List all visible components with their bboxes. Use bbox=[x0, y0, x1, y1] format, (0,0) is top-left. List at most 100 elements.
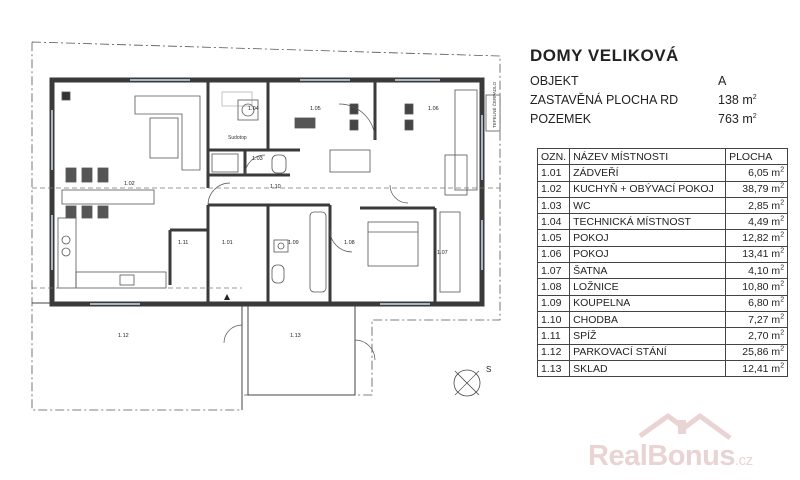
label-r109: 1.09 bbox=[288, 240, 299, 246]
header-name: NÁZEV MÍSTNOSTI bbox=[569, 147, 727, 166]
room-id: 1.02 bbox=[536, 180, 571, 198]
room-name: ZÁDVEŘÍ bbox=[569, 164, 727, 182]
label-r107: 1.07 bbox=[437, 250, 448, 256]
note-box bbox=[221, 91, 253, 107]
room-area: 4,10 m2 bbox=[725, 262, 789, 280]
living-furniture bbox=[61, 91, 201, 171]
label-r101: 1.01 bbox=[222, 240, 233, 246]
room-name: TECHNICKÁ MÍSTNOST bbox=[569, 213, 727, 231]
room-area: 2,70 m2 bbox=[725, 327, 789, 345]
heat-pump bbox=[485, 94, 501, 132]
room-id: 1.08 bbox=[536, 278, 571, 296]
room-id: 1.03 bbox=[536, 196, 571, 215]
room-area: 7,27 m2 bbox=[725, 310, 789, 329]
compass-label: S bbox=[486, 365, 491, 374]
table-header-row: OZN. NÁZEV MÍSTNOSTI PLOCHA bbox=[536, 147, 789, 166]
room-id: 1.12 bbox=[536, 343, 571, 361]
room-name: SPÍŽ bbox=[569, 327, 727, 345]
room-name: KOUPELNA bbox=[569, 294, 727, 312]
label-r111: 1.11 bbox=[178, 240, 188, 246]
room-id: 1.06 bbox=[536, 245, 571, 264]
windows bbox=[51, 79, 483, 305]
room-name: POKOJ bbox=[569, 229, 727, 247]
info-row-plot: POZEMEK 763 m2 bbox=[530, 112, 770, 131]
info-row-built-area: ZASTAVĚNÁ PLOCHA RD 138 m2 bbox=[530, 93, 770, 112]
room-id: 1.07 bbox=[536, 262, 571, 280]
sudotop-label: Sudotop bbox=[228, 135, 247, 141]
object-info: OBJEKT A ZASTAVĚNÁ PLOCHA RD 138 m2 POZE… bbox=[530, 74, 770, 131]
label-r108: 1.08 bbox=[344, 240, 355, 246]
label-r103: 1.03 bbox=[252, 156, 263, 162]
room-id: 1.01 bbox=[536, 164, 571, 182]
door-swings bbox=[207, 103, 409, 361]
realbonus-logo-icon bbox=[638, 413, 732, 441]
header-id: OZN. bbox=[536, 147, 571, 166]
room-name: WC bbox=[569, 196, 727, 215]
label-r112: 1.12 bbox=[118, 333, 129, 339]
header-area: PLOCHA bbox=[725, 147, 789, 166]
info-value: A bbox=[718, 74, 727, 88]
room-id: 1.11 bbox=[536, 327, 571, 345]
info-label: OBJEKT bbox=[530, 74, 579, 88]
room-name: KUCHYŇ + OBÝVACÍ POKOJ bbox=[569, 180, 727, 198]
info-label: ZASTAVĚNÁ PLOCHA RD bbox=[530, 93, 679, 107]
room-area: 2,85 m2 bbox=[725, 196, 789, 215]
compass-icon: S bbox=[453, 365, 491, 397]
label-r102: 1.02 bbox=[124, 181, 135, 187]
room-id: 1.13 bbox=[536, 359, 571, 378]
project-title: DOMY VELIKOVÁ bbox=[530, 46, 679, 65]
label-r113: 1.13 bbox=[290, 333, 301, 339]
logo-text: RealBonus.cz bbox=[588, 440, 753, 472]
bedroom-furniture bbox=[294, 89, 478, 293]
label-r106: 1.06 bbox=[428, 106, 439, 112]
info-value: 763 m2 bbox=[718, 112, 757, 126]
storage-outline bbox=[247, 302, 356, 396]
entrance-marker bbox=[224, 294, 230, 300]
label-r105: 1.05 bbox=[310, 106, 321, 112]
label-r104: 1.04 bbox=[248, 106, 259, 112]
sanitary bbox=[211, 99, 327, 293]
room-id: 1.09 bbox=[536, 294, 571, 312]
room-area: 12,41 m2 bbox=[725, 359, 789, 378]
label-r110: 1.10 bbox=[270, 184, 281, 190]
room-area: 12,82 m2 bbox=[725, 229, 789, 247]
room-id: 1.04 bbox=[536, 213, 571, 231]
room-area: 6,80 m2 bbox=[725, 294, 789, 312]
info-value: 138 m2 bbox=[718, 93, 757, 107]
room-name: ŠATNA bbox=[569, 262, 727, 280]
room-area: 13,41 m2 bbox=[725, 245, 789, 264]
kitchen-island bbox=[61, 167, 155, 219]
room-name: CHODBA bbox=[569, 310, 727, 329]
parking-outline bbox=[32, 302, 243, 410]
plot-boundary bbox=[31, 41, 501, 411]
room-id: 1.05 bbox=[536, 229, 571, 247]
room-id: 1.10 bbox=[536, 310, 571, 329]
kitchen-counter bbox=[57, 217, 167, 289]
info-row-object: OBJEKT A bbox=[530, 74, 770, 93]
roof-lines bbox=[32, 187, 500, 289]
room-name: SKLAD bbox=[569, 359, 727, 378]
heat-pump-label: TEPELNÉ ČERPADLO bbox=[491, 81, 497, 128]
room-labels: 1.01 1.02 1.03 1.04 1.05 1.06 1.07 1.08 … bbox=[118, 106, 448, 339]
room-name: PARKOVACÍ STÁNÍ bbox=[569, 343, 727, 361]
interior-walls bbox=[168, 80, 437, 304]
info-label: POZEMEK bbox=[530, 112, 592, 126]
room-area: 6,05 m2 bbox=[725, 164, 789, 182]
room-name: LOŽNICE bbox=[569, 278, 727, 296]
room-area: 25,86 m2 bbox=[725, 343, 789, 361]
